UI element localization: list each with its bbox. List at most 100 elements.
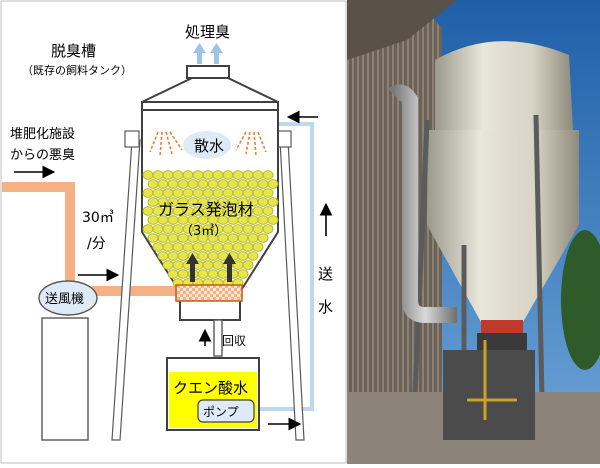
media-ball	[147, 215, 159, 225]
media-ball	[207, 251, 219, 261]
media-ball	[152, 224, 164, 234]
media-ball	[147, 197, 159, 207]
media-ball	[182, 242, 194, 252]
media-ball	[202, 242, 214, 252]
flow-arrows	[14, 110, 333, 431]
media-ball	[192, 242, 204, 252]
media-ball	[242, 170, 254, 180]
media-label-line1: ガラス発泡材	[158, 200, 254, 219]
media-ball	[157, 179, 169, 189]
media-ball	[192, 188, 204, 198]
media-ball	[202, 260, 214, 270]
media-ball	[257, 179, 269, 189]
media-ball	[152, 188, 164, 198]
media-ball	[212, 170, 224, 180]
media-ball	[262, 224, 274, 234]
media-ball	[172, 242, 184, 252]
media-ball	[202, 188, 214, 198]
media-ball	[197, 179, 209, 189]
media-ball	[202, 170, 214, 180]
media-ball	[182, 170, 194, 180]
media-ball	[157, 233, 169, 243]
media-ball	[247, 233, 259, 243]
media-ball	[267, 179, 279, 189]
media-ball	[197, 269, 209, 279]
media-ball	[237, 251, 249, 261]
plumbing	[467, 340, 517, 420]
schematic-diagram: 処理臭 脱臭槽 （既存の飼料タンク） 堆肥化施設 からの悪臭 30㎥ /分 送風…	[0, 0, 347, 464]
vent-cap	[186, 65, 230, 79]
flow-value-label: 30㎥	[82, 210, 114, 226]
media-ball	[232, 170, 244, 180]
media-ball	[237, 269, 249, 279]
airflow-up-arrows	[186, 253, 236, 282]
media-ball	[257, 233, 269, 243]
media-ball	[267, 215, 279, 225]
media-ball	[217, 269, 229, 279]
support-legs	[111, 130, 305, 441]
media-ball	[222, 170, 234, 180]
media-ball	[242, 242, 254, 252]
pump	[197, 399, 255, 423]
air-distribution-grid	[175, 284, 243, 302]
media-ball	[167, 233, 179, 243]
media-ball	[252, 206, 264, 216]
media-ball	[232, 224, 244, 234]
media-ball	[152, 170, 164, 180]
media-ball	[177, 251, 189, 261]
media-ball	[242, 224, 254, 234]
media-ball	[212, 260, 224, 270]
media-label-line2: （3㎥）	[180, 224, 227, 239]
media-ball	[177, 269, 189, 279]
media-ball	[257, 197, 269, 207]
media-ball	[182, 188, 194, 198]
pump-label: ポンプ	[203, 405, 239, 419]
air-duct	[2, 182, 178, 296]
media-ball	[217, 179, 229, 189]
media-ball	[162, 170, 174, 180]
odor-source-line2: からの悪臭	[10, 148, 75, 163]
media-ball	[177, 179, 189, 189]
equipment-base	[443, 350, 535, 440]
media-ball	[167, 251, 179, 261]
citric-acid-tank	[166, 357, 260, 431]
exhaust-duct	[388, 84, 457, 323]
media-ball	[162, 224, 174, 234]
media-ball	[142, 206, 154, 216]
media-ball	[252, 170, 264, 180]
media-ball	[167, 179, 179, 189]
media-ball	[207, 179, 219, 189]
media-ball	[237, 179, 249, 189]
media-ball	[232, 242, 244, 252]
media-ball	[157, 251, 169, 261]
tank-photo	[347, 0, 600, 464]
media-ball	[172, 170, 184, 180]
media-ball	[187, 179, 199, 189]
media-ball	[147, 233, 159, 243]
blower	[38, 280, 98, 441]
media-ball	[192, 170, 204, 180]
media-ball	[227, 179, 239, 189]
media-ball	[162, 188, 174, 198]
media-ball	[212, 242, 224, 252]
citric-water-label: クエン酸水	[173, 379, 248, 397]
media-ball	[252, 188, 264, 198]
media-ball	[162, 260, 174, 270]
recovery-pipe	[213, 319, 223, 357]
media-ball	[232, 188, 244, 198]
media-ball	[172, 188, 184, 198]
spray-nozzles	[149, 131, 267, 159]
spray-label: 散水	[194, 137, 224, 155]
water-feed-label-2: 水	[318, 298, 333, 316]
media-ball	[197, 251, 209, 261]
flow-unit-label: /分	[87, 236, 106, 252]
media-ball	[207, 269, 219, 279]
media-ball	[222, 188, 234, 198]
media-ball	[167, 269, 179, 279]
media-ball	[162, 242, 174, 252]
media-ball	[242, 260, 254, 270]
media-ball	[237, 233, 249, 243]
media-ball	[247, 179, 259, 189]
media-ball	[242, 188, 254, 198]
